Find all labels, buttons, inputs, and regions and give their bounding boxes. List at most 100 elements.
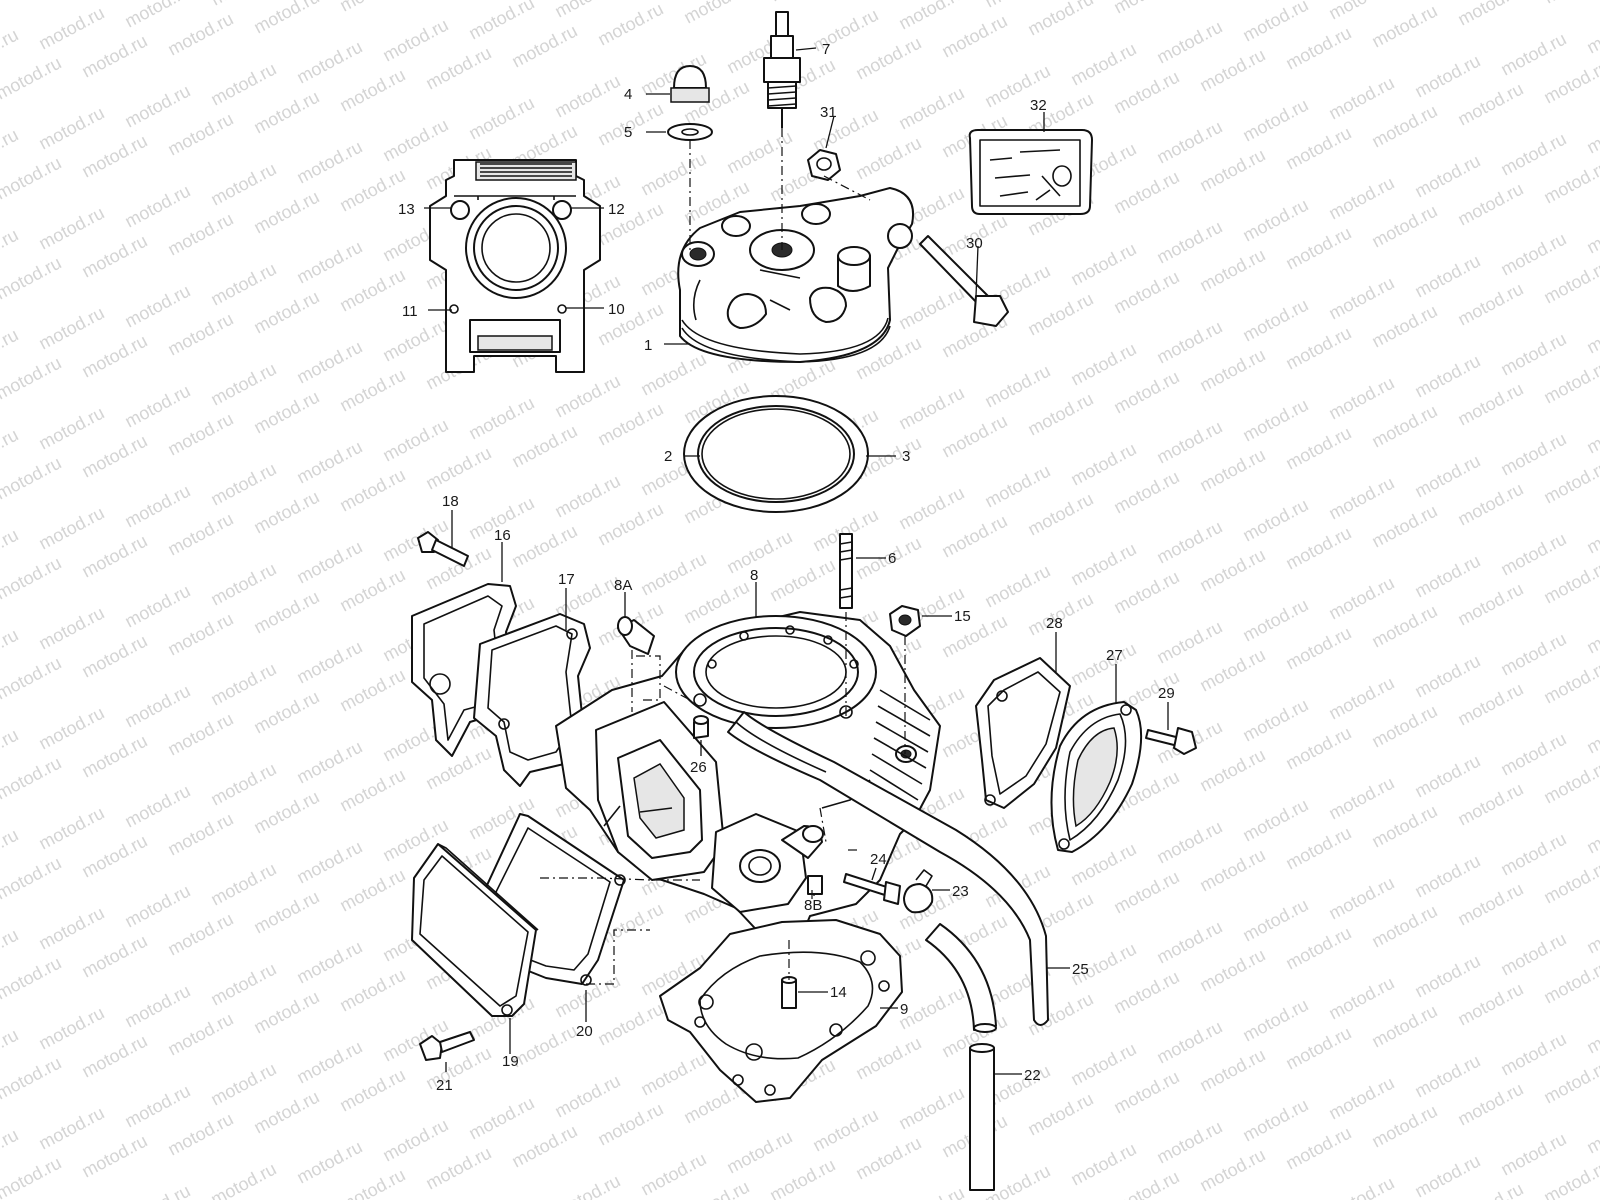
side-cover-bolt bbox=[1145, 727, 1197, 755]
watermark-text: motod.ru bbox=[0, 325, 22, 376]
watermark-text: motod.ru bbox=[207, 359, 279, 410]
watermark-text: motod.ru bbox=[1540, 957, 1600, 1008]
cylinder-head bbox=[677, 187, 914, 363]
watermark-text: motod.ru bbox=[336, 0, 408, 16]
watermark-text: motod.ru bbox=[1454, 879, 1526, 930]
watermark-text: motod.ru bbox=[1239, 695, 1311, 746]
watermark-text: motod.ru bbox=[250, 987, 322, 1038]
watermark-text: motod.ru bbox=[1196, 945, 1268, 996]
watermark-text: motod.ru bbox=[1196, 745, 1268, 796]
watermark-text: motod.ru bbox=[1368, 301, 1440, 352]
watermark-text: motod.ru bbox=[1325, 273, 1397, 324]
watermark-text: motod.ru bbox=[164, 409, 236, 460]
watermark-text: motod.ru bbox=[164, 1109, 236, 1160]
watermark-text: motod.ru bbox=[895, 483, 967, 534]
drain-plug bbox=[693, 715, 709, 739]
watermark-text: motod.ru bbox=[78, 131, 150, 182]
watermark-text: motod.ru bbox=[293, 237, 365, 288]
leader-lines bbox=[424, 47, 1169, 1075]
watermark-text: motod.ru bbox=[938, 611, 1010, 662]
callout-26: 26 bbox=[690, 759, 707, 776]
watermark-text: motod.ru bbox=[78, 931, 150, 982]
watermark-text: motod.ru bbox=[207, 59, 279, 110]
watermark-text: motod.ru bbox=[1325, 1073, 1397, 1124]
watermark-text: motod.ru bbox=[1110, 1167, 1182, 1200]
watermark-text: motod.ru bbox=[981, 461, 1053, 512]
side-gasket bbox=[975, 657, 1071, 809]
watermark-text: motod.ru bbox=[1325, 0, 1397, 24]
watermark-text: motod.ru bbox=[121, 781, 193, 832]
watermark-text: motod.ru bbox=[1325, 673, 1397, 724]
watermark-text: motod.ru bbox=[293, 537, 365, 588]
watermark-text: motod.ru bbox=[0, 253, 65, 304]
watermark-text: motod.ru bbox=[551, 0, 623, 22]
watermark-text: motod.ru bbox=[379, 1115, 451, 1166]
watermark-text: motod.ru bbox=[1497, 1129, 1569, 1180]
watermark-text: motod.ru bbox=[1368, 101, 1440, 152]
watermark-text: motod.ru bbox=[1067, 539, 1139, 590]
watermark-text: motod.ru bbox=[78, 531, 150, 582]
callout-8b: 8B bbox=[804, 897, 822, 914]
watermark-text: motod.ru bbox=[1583, 207, 1600, 258]
watermark-text: motod.ru bbox=[594, 0, 666, 50]
watermark-text: motod.ru bbox=[0, 125, 22, 176]
watermark-text: motod.ru bbox=[1110, 367, 1182, 418]
watermark-text: motod.ru bbox=[379, 15, 451, 66]
watermark-text: motod.ru bbox=[0, 825, 22, 876]
watermark-text: motod.ru bbox=[164, 509, 236, 560]
watermark-text: motod.ru bbox=[1368, 1101, 1440, 1152]
watermark-text: motod.ru bbox=[207, 1059, 279, 1110]
watermark-text: motod.ru bbox=[121, 581, 193, 632]
watermark-text: motod.ru bbox=[1282, 1023, 1354, 1074]
water-hose-long bbox=[727, 711, 1049, 1026]
watermark-text: motod.ru bbox=[35, 103, 107, 154]
watermark-text: motod.ru bbox=[895, 383, 967, 434]
callout-14: 14 bbox=[830, 984, 847, 1001]
watermark-text: motod.ru bbox=[293, 737, 365, 788]
watermark-text: motod.ru bbox=[1497, 129, 1569, 180]
watermark-text: motod.ru bbox=[1282, 923, 1354, 974]
watermark-text: motod.ru bbox=[1282, 223, 1354, 274]
watermark-text: motod.ru bbox=[1325, 1173, 1397, 1200]
watermark-text: motod.ru bbox=[1411, 751, 1483, 802]
watermark-text: motod.ru bbox=[164, 709, 236, 760]
watermark-text: motod.ru bbox=[1110, 567, 1182, 618]
watermark-text: motod.ru bbox=[1325, 173, 1397, 224]
watermark-text: motod.ru bbox=[0, 1153, 65, 1200]
watermark-text: motod.ru bbox=[1368, 901, 1440, 952]
dowel-pin bbox=[781, 976, 797, 1009]
watermark-text: motod.ru bbox=[1454, 0, 1526, 30]
watermark-text: motod.ru bbox=[1411, 451, 1483, 502]
watermark-text: motod.ru bbox=[809, 5, 881, 56]
watermark-text: motod.ru bbox=[1497, 729, 1569, 780]
watermark-text: motod.ru bbox=[0, 425, 22, 476]
watermark-text: motod.ru bbox=[379, 415, 451, 466]
watermark-text: motod.ru bbox=[637, 1149, 709, 1200]
watermark-text: motod.ru bbox=[1411, 951, 1483, 1002]
watermark-text: motod.ru bbox=[1196, 645, 1268, 696]
watermark-text: motod.ru bbox=[207, 659, 279, 710]
watermark-text: motod.ru bbox=[0, 1053, 65, 1104]
watermark-text: motod.ru bbox=[250, 887, 322, 938]
watermark-text: motod.ru bbox=[1196, 845, 1268, 896]
watermark-text: motod.ru bbox=[207, 0, 279, 10]
watermark-text: motod.ru bbox=[336, 565, 408, 616]
watermark-text: motod.ru bbox=[594, 199, 666, 250]
watermark-text: motod.ru bbox=[1282, 423, 1354, 474]
watermark-text: motod.ru bbox=[1411, 251, 1483, 302]
watermark-text: motod.ru bbox=[1540, 857, 1600, 908]
watermark-text: motod.ru bbox=[1368, 501, 1440, 552]
watermark-text: motod.ru bbox=[1411, 1051, 1483, 1102]
watermark-text: motod.ru bbox=[422, 743, 494, 794]
watermark-text: motod.ru bbox=[1583, 107, 1600, 158]
watermark-text: motod.ru bbox=[293, 437, 365, 488]
callout-4: 4 bbox=[624, 86, 632, 103]
callout-31: 31 bbox=[820, 104, 837, 121]
watermark-text: motod.ru bbox=[1454, 479, 1526, 530]
watermark-text: motod.ru bbox=[1282, 123, 1354, 174]
watermark-text: motod.ru bbox=[121, 1181, 193, 1200]
watermark-text: motod.ru bbox=[938, 511, 1010, 562]
watermark-text: motod.ru bbox=[981, 361, 1053, 412]
watermark-text: motod.ru bbox=[207, 959, 279, 1010]
watermark-text: motod.ru bbox=[680, 0, 752, 28]
